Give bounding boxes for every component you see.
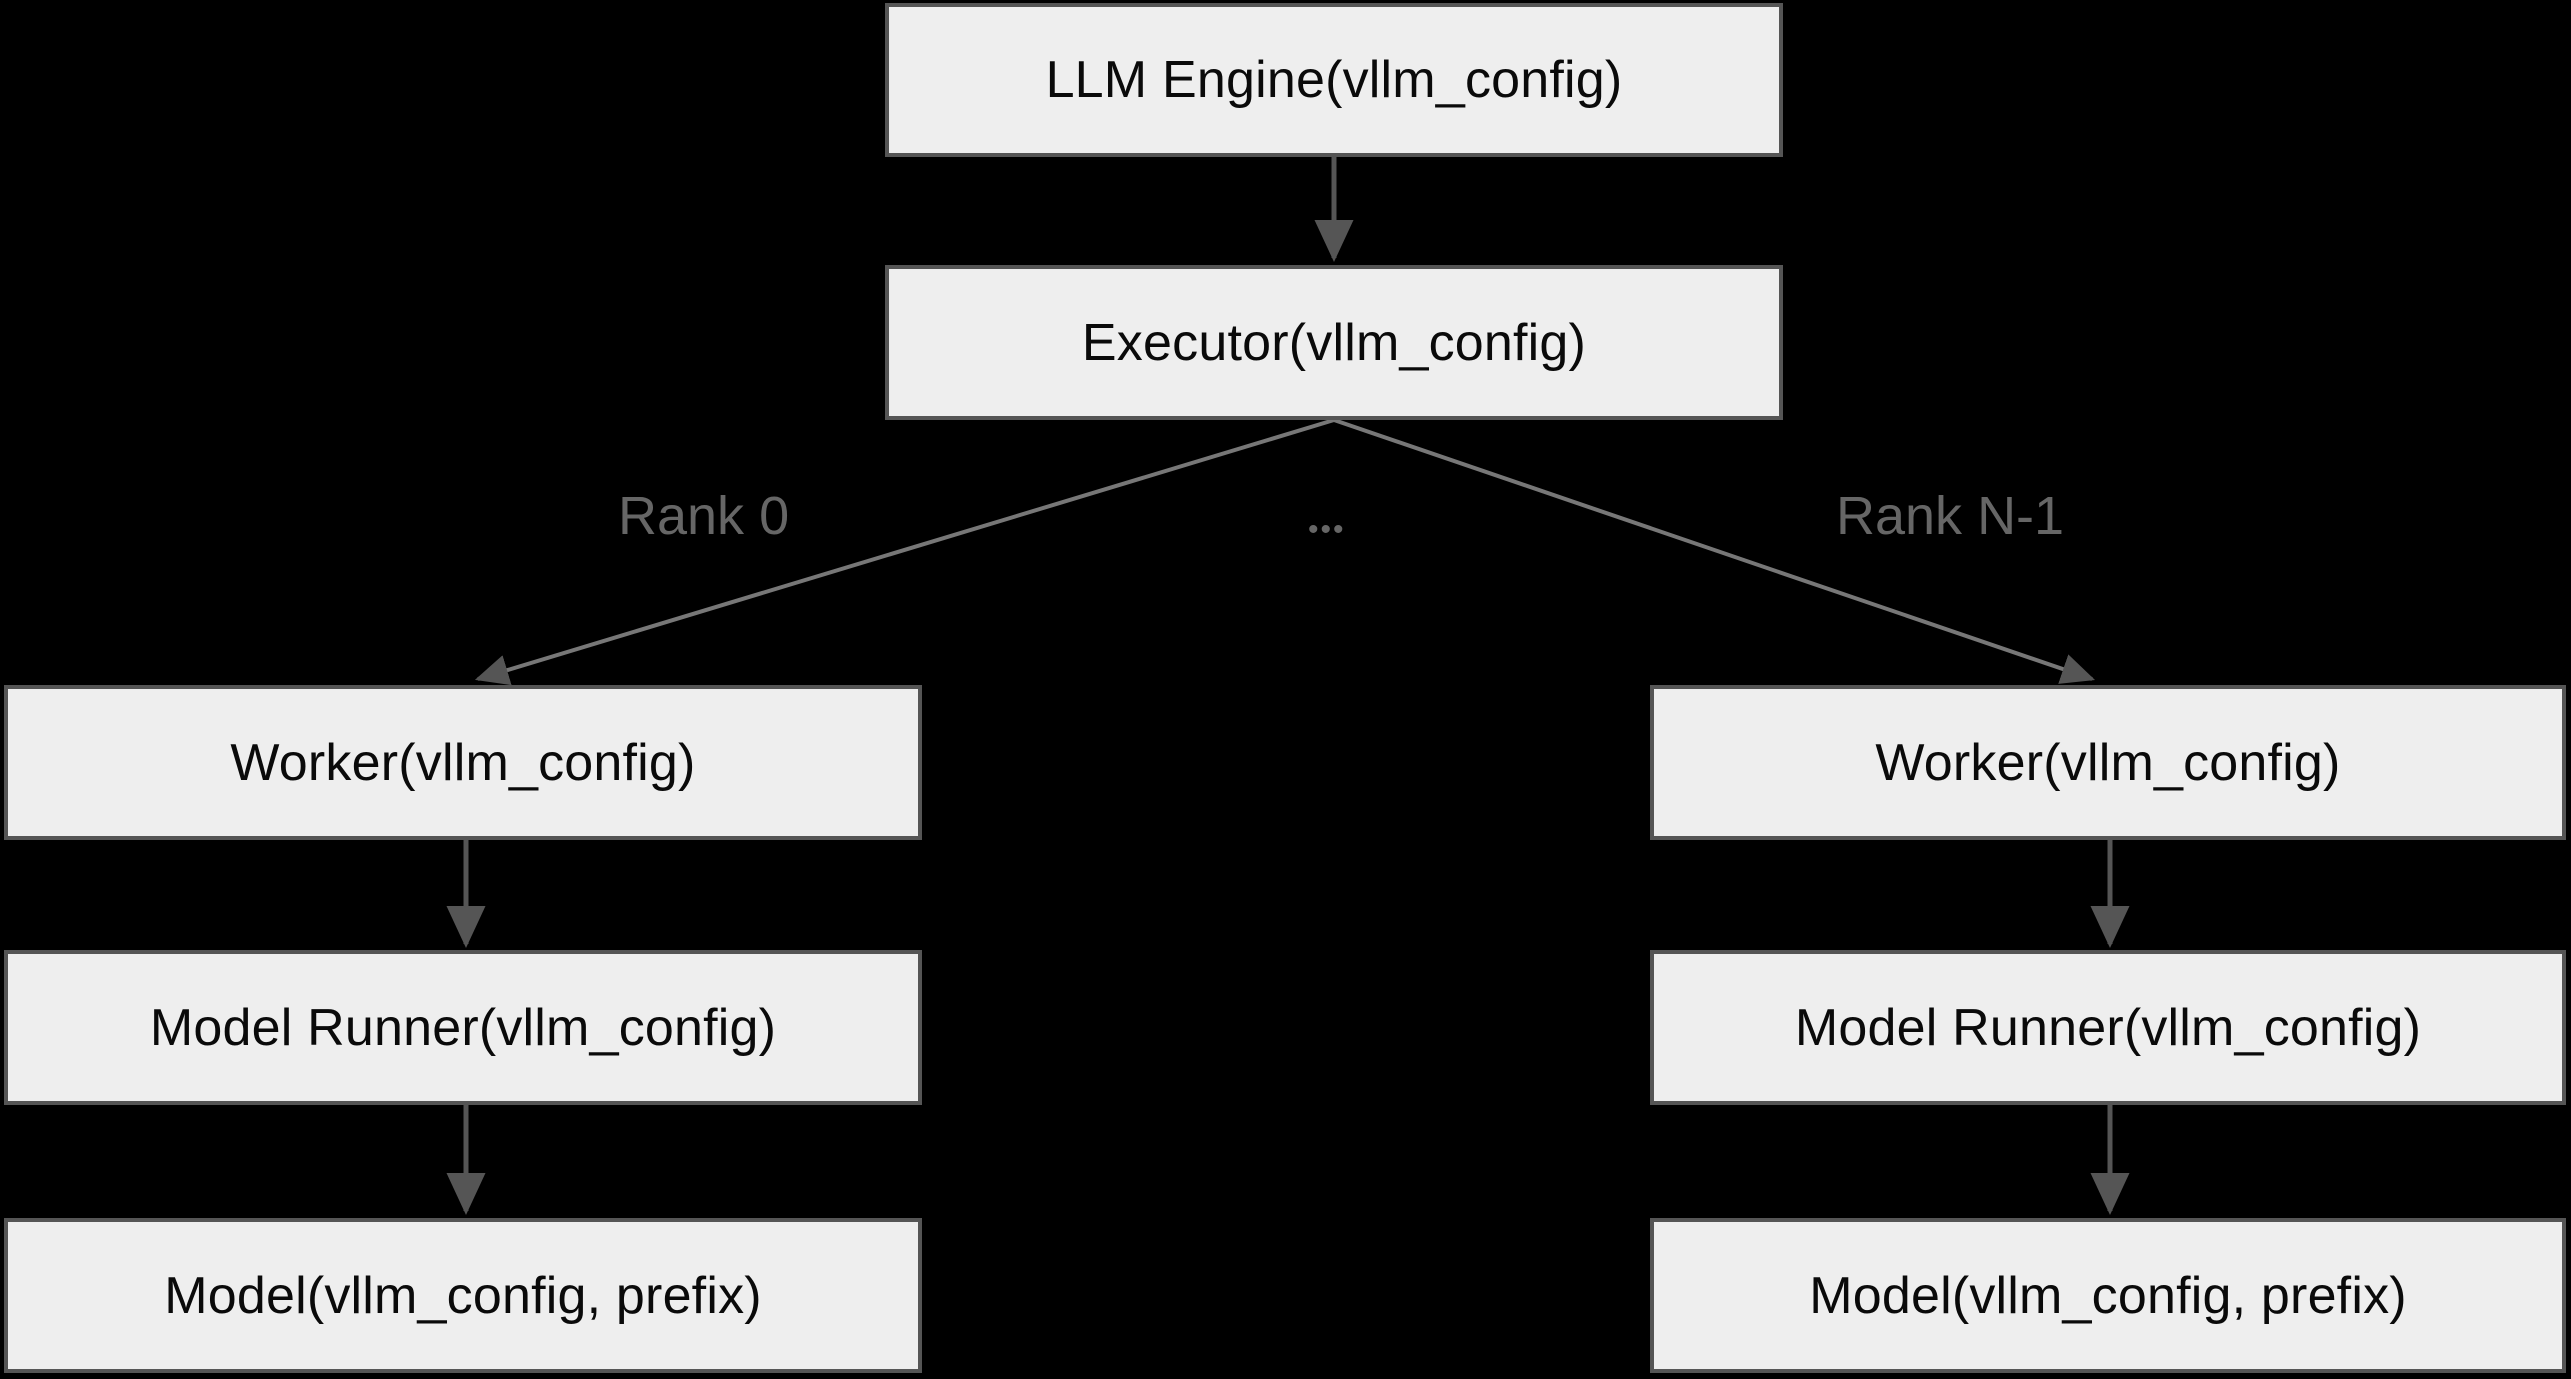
node-model-runner-rank-n-minus-1[interactable]: Model Runner(vllm_config) — [1650, 950, 2566, 1105]
node-llm-engine[interactable]: LLM Engine(vllm_config) — [885, 3, 1783, 157]
edge-label-rank-middle: ••• — [1308, 513, 1346, 546]
node-llm-engine-label: LLM Engine(vllm_config) — [1045, 51, 1623, 109]
node-model-runner-rank-0[interactable]: Model Runner(vllm_config) — [4, 950, 922, 1105]
node-executor[interactable]: Executor(vllm_config) — [885, 265, 1783, 420]
node-worker-rank-n-minus-1-label: Worker(vllm_config) — [1875, 733, 2341, 792]
node-model-rank-0-label: Model(vllm_config, prefix) — [164, 1266, 762, 1325]
node-model-rank-n-minus-1[interactable]: Model(vllm_config, prefix) — [1650, 1218, 2566, 1373]
edge-label-rank-n-minus-1: Rank N-1 — [1836, 486, 2065, 546]
node-model-runner-rank-n-minus-1-label: Model Runner(vllm_config) — [1794, 998, 2422, 1057]
node-worker-rank-n-minus-1[interactable]: Worker(vllm_config) — [1650, 685, 2566, 840]
node-worker-rank-0[interactable]: Worker(vllm_config) — [4, 685, 922, 840]
edge-executor-to-worker-left — [474, 418, 1335, 686]
node-model-rank-n-minus-1-label: Model(vllm_config, prefix) — [1809, 1266, 2407, 1325]
node-worker-rank-0-label: Worker(vllm_config) — [230, 733, 696, 792]
edge-executor-to-worker-right — [1333, 418, 2096, 684]
node-model-rank-0[interactable]: Model(vllm_config, prefix) — [4, 1218, 922, 1373]
edge-label-rank-0: Rank 0 — [618, 486, 790, 546]
node-model-runner-rank-0-label: Model Runner(vllm_config) — [149, 998, 777, 1057]
node-executor-label: Executor(vllm_config) — [1081, 313, 1587, 372]
